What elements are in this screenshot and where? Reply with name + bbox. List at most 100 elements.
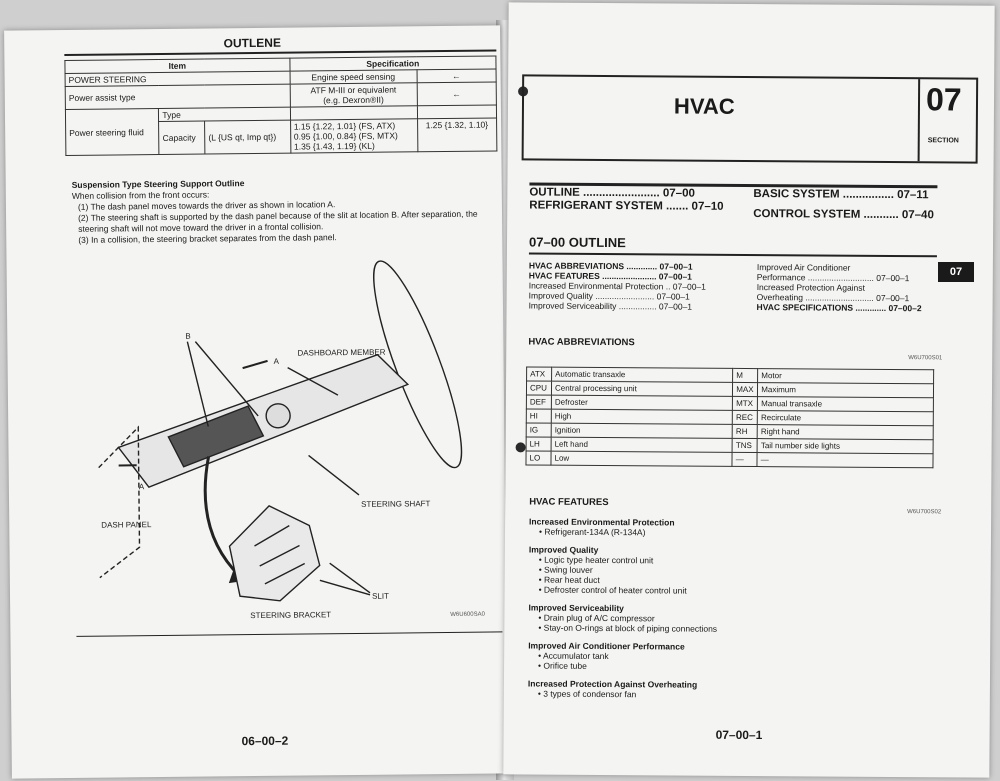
label-steering-shaft: STEERING SHAFT	[361, 499, 431, 509]
cell-empty	[416, 104, 497, 119]
leader-b2	[194, 341, 259, 417]
abbr-code: MTX	[732, 396, 758, 411]
abbr-code: REC	[732, 410, 758, 425]
abbr-code: HI	[526, 408, 552, 424]
abbr-id: W6U700S01	[908, 355, 943, 362]
abbr-meaning: Left hand	[551, 437, 733, 453]
toc-control: CONTROL SYSTEM ........... 07–40	[753, 208, 934, 222]
abbr-meaning: Manual transaxle	[757, 396, 934, 412]
cell-arrow: ←	[416, 81, 497, 106]
arrow-a-top	[242, 359, 268, 370]
label-steering-bracket: STEERING BRACKET	[250, 610, 331, 620]
section-number: 07	[925, 81, 962, 118]
cell-power-assist: Power assist type	[65, 84, 291, 110]
abbr-meaning: Maximum	[757, 382, 934, 398]
label-dashboard-member: DASHBOARD MEMBER	[297, 348, 385, 358]
abbr-meaning: —	[757, 452, 934, 468]
leader-shaft	[308, 454, 360, 496]
abbr-code: RH	[732, 424, 758, 439]
abbr-code: M	[732, 368, 758, 383]
toc-outline: OUTLINE ........................ 07–00	[529, 186, 695, 200]
outline-heading: 07–00 OUTLINE	[528, 234, 626, 251]
abbr-code: LH	[526, 436, 552, 452]
index-entry: HVAC SPECIFICATIONS ............. 07–00–…	[756, 302, 922, 314]
atf-example: (e.g. Dexron®II)	[323, 94, 384, 106]
abbr-code: CPU	[526, 380, 552, 396]
abbr-code: DEF	[526, 394, 552, 410]
index-entry: Improved Serviceability ................…	[528, 300, 693, 312]
footer-rule	[76, 631, 503, 637]
feature-item: • Stay-on O-rings at block of piping con…	[538, 622, 718, 634]
feature-item: • 3 types of condensor fan	[537, 688, 637, 700]
toc-refrigerant: REFRIGERANT SYSTEM ....... 07–10	[529, 199, 724, 213]
cell-arrow: ←	[416, 68, 497, 83]
steering-wheel	[373, 260, 463, 469]
page-number: 06–00–2	[241, 733, 289, 749]
abbr-meaning: High	[551, 409, 733, 425]
label-a-top: A	[274, 357, 280, 366]
outline-rule	[528, 252, 937, 258]
leader-b1	[186, 341, 209, 427]
index-left: HVAC ABBREVIATIONS ............. 07–00–1…	[529, 260, 707, 311]
steering-bracket-shape	[228, 505, 321, 602]
features-list: Increased Environmental Protection• Refr…	[528, 508, 949, 701]
section-edge-tab: 07	[938, 262, 974, 282]
cell-empty	[290, 105, 418, 121]
spec-table: Item Specification POWER STEERING Engine…	[64, 55, 497, 156]
cell-atf: ATF M-III or equivalent(e.g. Dexron®II)	[289, 82, 417, 108]
index-right: Improved Air Conditioner Performance ...…	[757, 262, 922, 313]
suspension-section: Suspension Type Steering Support Outline…	[72, 176, 493, 246]
toc-basic: BASIC SYSTEM ................ 07–11	[753, 188, 929, 202]
leader-slit1	[319, 579, 371, 596]
abbr-code: —	[732, 452, 758, 467]
page-number: 07–00–1	[715, 727, 763, 743]
abbr-code: MAX	[732, 382, 758, 397]
abbr-meaning: Central processing unit	[551, 381, 733, 397]
abbr-meaning: Automatic transaxle	[551, 367, 733, 383]
section-number-box: 07 SECTION	[917, 79, 977, 162]
features-heading: HVAC FEATURES	[529, 496, 609, 509]
cell-engine-speed: Engine speed sensing	[289, 69, 417, 85]
label-dash-panel: DASH PANEL	[101, 520, 152, 530]
right-page: HVAC 07 SECTION OUTLINE ................…	[503, 2, 995, 778]
steering-column-diagram: B A A DASHBOARD MEMBER STEERING SHAFT DA…	[98, 260, 463, 620]
separation-arrow	[203, 456, 241, 578]
section-title-box: HVAC 07 SECTION	[521, 74, 979, 164]
abbr-meaning: Recirculate	[757, 410, 934, 426]
abbr-code: ATX	[526, 366, 552, 382]
column-joint	[265, 403, 291, 429]
feature-item: • Defroster control of heater control un…	[538, 584, 687, 596]
feature-item: • Refrigerant-134A (R-134A)	[538, 526, 646, 538]
cell-fluid: Power steering fluid	[65, 108, 160, 156]
abbr-heading: HVAC ABBREVIATIONS	[528, 336, 635, 349]
cell-capacity-values: 1.15 {1.22, 1.01} (FS, ATX) 0.95 {1.00, …	[290, 118, 418, 154]
bracket-ribs	[254, 525, 306, 585]
abbr-code: TNS	[732, 438, 758, 453]
leader-slit2	[329, 562, 371, 594]
left-page: OUTLENE Item Specification POWER STEERIN…	[4, 25, 508, 779]
abbr-meaning: Right hand	[757, 424, 934, 440]
feature-item: • Orifice tube	[538, 660, 587, 671]
section-label: SECTION	[927, 137, 959, 145]
bracket-slit-area	[167, 405, 265, 468]
abbr-meaning: Tail number side lights	[757, 438, 934, 454]
steering-column	[117, 353, 410, 488]
binder-hole	[515, 442, 526, 453]
cell-capacity: Capacity	[158, 121, 206, 155]
leader-dashboard	[287, 367, 339, 396]
cell-capacity-other: 1.25 {1.32, 1.10}	[417, 117, 497, 152]
section-title: HVAC	[673, 93, 735, 119]
abbr-meaning: Low	[550, 451, 733, 467]
cell-capacity-unit: (L {US qt, Imp qt})	[204, 120, 291, 155]
abbr-meaning: Defroster	[551, 395, 733, 411]
cap-kl: 1.35 {1.43, 1.19} (KL)	[293, 140, 375, 152]
abbr-meaning: Ignition	[551, 423, 733, 439]
label-b: B	[185, 332, 190, 341]
abbr-meaning: Motor	[757, 368, 934, 384]
dash-panel-outline	[98, 425, 141, 579]
label-a-left: A	[139, 482, 145, 491]
abbr-code: IG	[526, 422, 552, 438]
cap-fs-mtx: 0.95 {1.00, 0.84} (FS, MTX)	[293, 130, 398, 142]
